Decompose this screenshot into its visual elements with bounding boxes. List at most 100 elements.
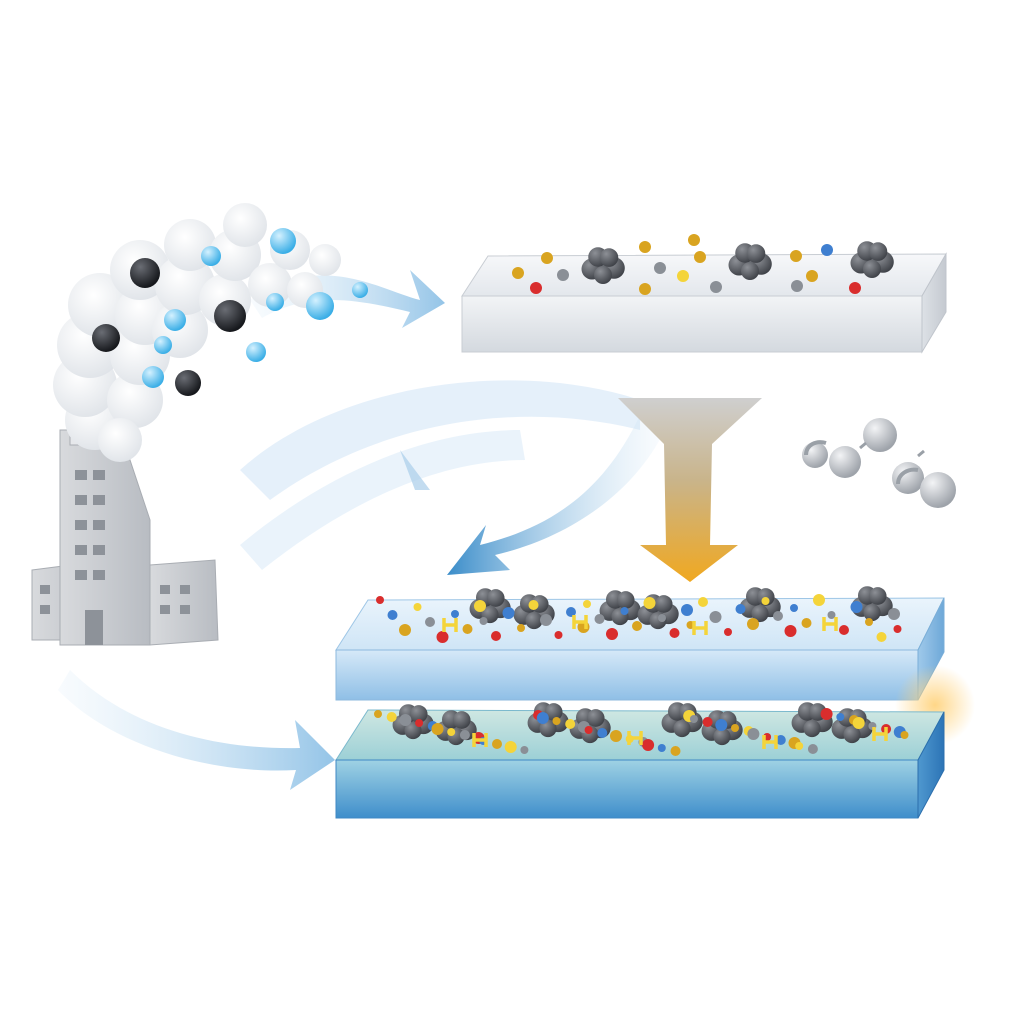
particle <box>399 714 412 726</box>
particle <box>540 614 552 626</box>
particle <box>790 604 798 612</box>
particle <box>773 611 783 621</box>
particle <box>374 710 382 718</box>
factory-to-lower-plate-arrow <box>58 670 335 790</box>
particle <box>504 741 517 753</box>
particle <box>681 604 693 616</box>
particle <box>565 719 576 729</box>
particle <box>850 601 863 613</box>
particle <box>541 252 553 264</box>
particle <box>702 717 713 727</box>
particle <box>698 597 708 607</box>
particle <box>710 281 722 293</box>
particle <box>474 600 486 612</box>
particle <box>610 730 622 742</box>
particle <box>436 631 449 643</box>
particle <box>639 283 651 295</box>
particle <box>654 262 666 274</box>
particle <box>492 739 502 749</box>
particle <box>552 717 561 725</box>
particle <box>376 596 384 604</box>
particle <box>431 723 444 735</box>
particle <box>795 742 804 750</box>
aggregate-clump <box>581 247 625 284</box>
particle <box>731 724 739 732</box>
particle <box>447 728 456 736</box>
aggregate-clump <box>851 586 893 622</box>
particle <box>865 618 873 626</box>
particle <box>689 715 698 723</box>
particle <box>715 719 728 731</box>
particle <box>413 603 422 611</box>
treated-plate-upper <box>335 586 945 701</box>
particle <box>821 244 833 256</box>
particle <box>491 631 501 641</box>
aggregate-clump <box>728 243 772 280</box>
processing-arrow <box>618 398 762 582</box>
bond-mark <box>472 733 488 747</box>
untreated-plate <box>461 234 947 354</box>
particle <box>790 250 802 262</box>
particle <box>566 607 576 617</box>
particle <box>554 631 563 639</box>
treated-plate-lower <box>335 665 975 819</box>
particle <box>839 625 849 635</box>
particle <box>594 614 605 624</box>
particle <box>639 241 651 253</box>
particle <box>386 712 397 722</box>
particle <box>791 280 803 292</box>
particle <box>761 597 770 605</box>
particle <box>747 728 760 740</box>
particle <box>415 719 424 727</box>
particle <box>658 614 666 622</box>
particle <box>657 744 666 752</box>
particle <box>784 625 797 637</box>
particle <box>900 731 909 739</box>
bond-mark <box>692 621 708 635</box>
particle <box>836 713 845 721</box>
bond-mark <box>572 615 588 629</box>
particle <box>813 594 825 606</box>
aggregate-clump <box>599 590 641 626</box>
particle <box>425 617 435 627</box>
aggregate-clump <box>850 241 894 278</box>
particle <box>724 628 732 636</box>
particle <box>520 746 529 754</box>
particle <box>735 604 746 614</box>
particle <box>806 270 818 282</box>
particle <box>876 632 887 642</box>
particle <box>801 618 812 628</box>
particle <box>530 282 542 294</box>
particle <box>677 270 689 282</box>
particle <box>775 735 786 745</box>
particle <box>694 251 706 263</box>
pollutant-particles <box>92 228 368 396</box>
particle <box>606 628 618 640</box>
gas-molecule-icon <box>802 418 956 508</box>
smoke-plume-icon <box>53 203 341 462</box>
particle <box>451 610 459 618</box>
particle <box>620 607 629 615</box>
particle <box>584 726 593 734</box>
particle <box>642 739 655 751</box>
particle <box>852 717 865 729</box>
particle <box>536 712 549 724</box>
particle <box>557 269 569 281</box>
particle <box>670 746 681 756</box>
particle <box>643 597 656 609</box>
particle <box>502 607 515 619</box>
particle <box>632 621 642 631</box>
particle <box>512 267 524 279</box>
particle <box>827 611 836 619</box>
bond-mark <box>762 735 778 749</box>
particle <box>747 618 759 630</box>
particle <box>849 282 861 294</box>
particle <box>459 730 470 740</box>
particle <box>888 608 900 620</box>
particle <box>517 624 525 632</box>
return-flow-arrow <box>240 380 665 575</box>
particle <box>597 728 608 738</box>
particle <box>399 624 411 636</box>
particle <box>387 610 398 620</box>
